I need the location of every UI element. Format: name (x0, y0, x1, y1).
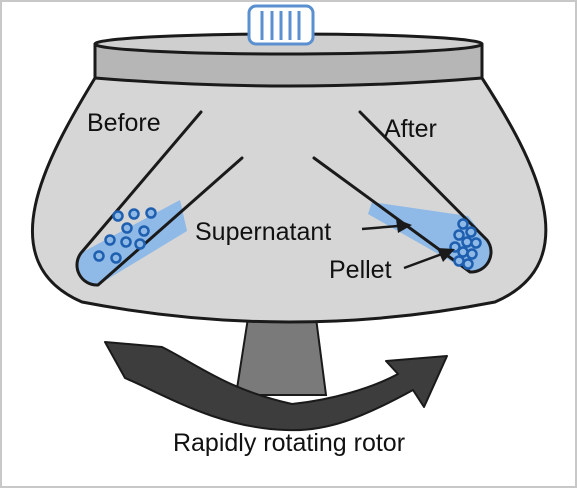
suspended-particles (93, 207, 157, 264)
label-supernatant: Supernatant (195, 218, 331, 246)
rotor-stand (234, 317, 328, 396)
pellet-pointer (403, 248, 455, 270)
tube-after (312, 110, 493, 274)
label-pellet: Pellet (329, 256, 392, 284)
label-after: After (384, 115, 437, 143)
tube-before (75, 110, 244, 287)
rotor-body (30, 76, 548, 324)
label-before: Before (87, 109, 161, 137)
pellet-particles (449, 218, 482, 270)
rotor-lid (93, 42, 484, 88)
supernatant-pointer (361, 219, 412, 233)
cap-ridges (260, 11, 301, 40)
rotation-arrow-icon (104, 341, 448, 432)
caption: Rapidly rotating rotor (173, 429, 405, 457)
